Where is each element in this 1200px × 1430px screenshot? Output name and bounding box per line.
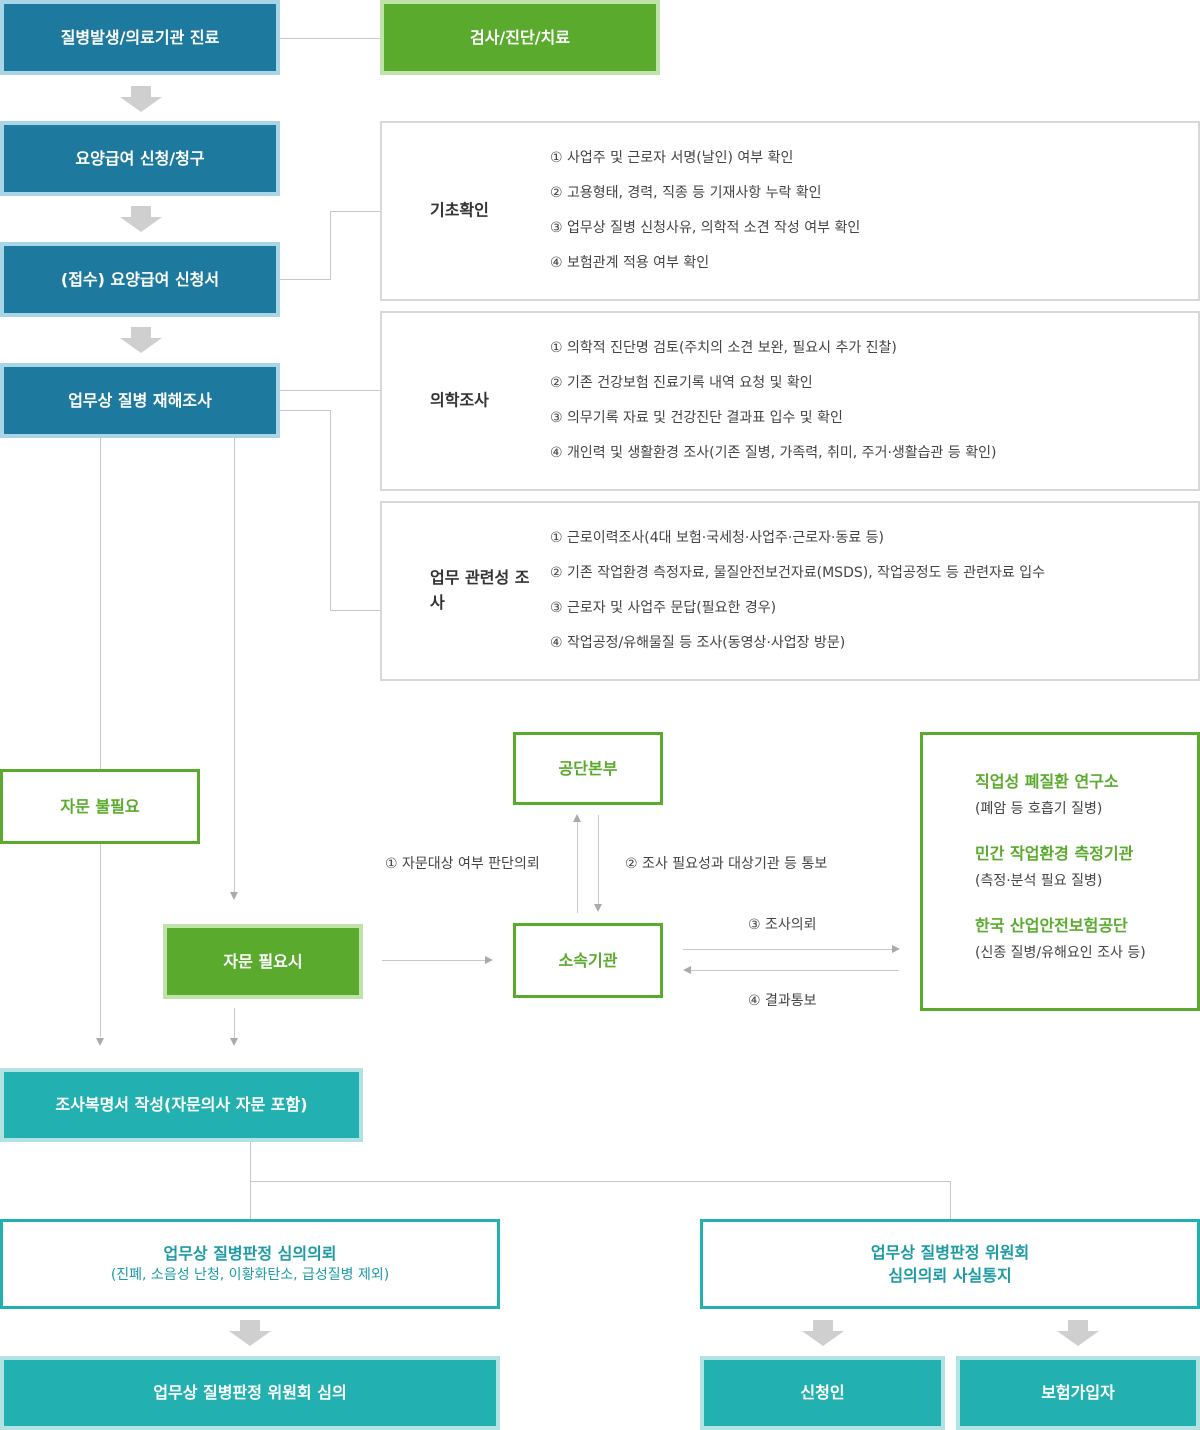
list-item: ② 기존 건강보험 진료기록 내역 요청 및 확인 — [550, 375, 813, 391]
line-hq-to-branch — [598, 815, 599, 905]
line-report-right-down — [950, 1181, 951, 1220]
list-item: ① 사업주 및 근로자 서명(날인) 여부 확인 — [550, 150, 794, 166]
line-branch-to-orgs — [683, 949, 893, 950]
committee-box: 업무상 질병판정 위원회 심의 — [0, 1356, 500, 1430]
down-arrow-icon — [1057, 1320, 1099, 1346]
panel-title: 업무 관련성 조사 — [430, 568, 530, 612]
arrowhead-branch-from-hq — [594, 904, 602, 912]
org-name: 한국 산업안전보험공단 — [975, 916, 1128, 935]
connector-receipt-vertical — [330, 211, 331, 280]
line-branch-to-hq — [577, 822, 578, 913]
org-name: 직업성 폐질환 연구소 — [975, 772, 1119, 791]
org-desc: (신종 질병/유해요인 조사 등) — [975, 945, 1146, 961]
step4-label: ④ 결과통보 — [748, 993, 817, 1009]
line-consult-to-report — [234, 1008, 235, 1038]
arrowhead-report-right — [230, 1038, 238, 1046]
step1-label: ① 자문대상 여부 판단의뢰 — [385, 856, 540, 872]
panel-title: 기초확인 — [430, 200, 489, 220]
list-item: ④ 보험관계 적용 여부 확인 — [550, 255, 710, 271]
connector-onset-exam — [278, 38, 382, 39]
review-request-box: 업무상 질병판정 심의의뢰 (진폐, 소음성 난청, 이황화탄소, 급성질병 제… — [0, 1219, 500, 1309]
list-item: ③ 의무기록 자료 및 건강진단 결과표 입수 및 확인 — [550, 410, 843, 426]
review-request-title: 업무상 질병판정 심의의뢰 — [163, 1244, 337, 1264]
basic-check-panel: 기초확인 ① 사업주 및 근로자 서명(날인) 여부 확인 ② 고용형태, 경력… — [380, 121, 1200, 301]
list-item: ④ 작업공정/유해물질 등 조사(동영상·사업장 방문) — [550, 635, 846, 651]
branch-box: 소속기관 — [513, 923, 663, 998]
claim-box: 요양급여 신청/청구 — [0, 121, 280, 196]
line-investigation-to-consult — [234, 435, 235, 892]
applicant-box: 신청인 — [700, 1356, 945, 1430]
line-orgs-to-branch — [691, 970, 899, 971]
connector-work-panel — [330, 610, 382, 611]
connector-basic-panel — [330, 211, 382, 212]
arrowhead-report-left — [96, 1038, 104, 1046]
step3-label: ③ 조사의뢰 — [748, 917, 817, 933]
line-report-down — [250, 1140, 251, 1220]
orgs-box: 직업성 폐질환 연구소 (폐암 등 호흡기 질병) 민간 작업환경 측정기관 (… — [920, 732, 1200, 1011]
down-arrow-icon — [229, 1320, 271, 1346]
line-investigation-to-report — [100, 435, 101, 1037]
org-name: 민간 작업환경 측정기관 — [975, 844, 1134, 863]
onset-box: 질병발생/의료기관 진료 — [0, 0, 280, 75]
panel-list: ① 근로이력조사(4대 보험·국세청·사업주·근로자·동료 등) ② 기존 작업… — [550, 521, 1045, 661]
list-item: ① 의학적 진단명 검토(주치의 소견 보완, 필요시 추가 진찰) — [550, 340, 897, 356]
arrowhead-branch — [485, 956, 493, 964]
line-consult-to-branch — [382, 960, 486, 961]
investigation-box: 업무상 질병 재해조사 — [0, 363, 280, 438]
arrowhead-branch-result — [683, 966, 691, 974]
connector-medical-panel — [278, 390, 382, 391]
receipt-box: (접수) 요양급여 신청서 — [0, 242, 280, 317]
report-box: 조사복명서 작성(자문의사 자문 포함) — [0, 1068, 363, 1142]
hq-box: 공단본부 — [513, 732, 663, 805]
down-arrow-icon — [120, 206, 162, 232]
org-desc: (측정·분석 필요 질병) — [975, 873, 1103, 889]
notice-box: 업무상 질병판정 위원회 심의의뢰 사실통지 — [700, 1219, 1200, 1309]
panel-list: ① 의학적 진단명 검토(주치의 소견 보완, 필요시 추가 진찰) ② 기존 … — [550, 331, 996, 471]
arrowhead-consult — [230, 892, 238, 900]
notice-line2: 심의의뢰 사실통지 — [888, 1266, 1012, 1285]
line-report-branch — [250, 1181, 950, 1182]
arrowhead-hq — [573, 814, 581, 822]
review-request-note: (진폐, 소음성 난청, 이황화탄소, 급성질병 제외) — [110, 1267, 390, 1284]
medical-investigation-panel: 의학조사 ① 의학적 진단명 검토(주치의 소견 보완, 필요시 추가 진찰) … — [380, 311, 1200, 491]
exam-box: 검사/진단/치료 — [380, 0, 660, 75]
down-arrow-icon — [120, 86, 162, 112]
list-item: ② 고용형태, 경력, 직종 등 기재사항 누락 확인 — [550, 185, 822, 201]
notice-line1: 업무상 질병판정 위원회 — [870, 1242, 1030, 1262]
work-relevance-panel: 업무 관련성 조사 ① 근로이력조사(4대 보험·국세청·사업주·근로자·동료 … — [380, 501, 1200, 681]
connector-receipt — [278, 279, 330, 280]
list-item: ② 기존 작업환경 측정자료, 물질안전보건자료(MSDS), 작업공정도 등 … — [550, 565, 1046, 581]
step2-label: ② 조사 필요성과 대상기관 등 통보 — [625, 856, 828, 872]
panel-title: 의학조사 — [430, 390, 489, 410]
list-item: ③ 근로자 및 사업주 문답(필요한 경우) — [550, 600, 777, 616]
list-item: ③ 업무상 질병 신청사유, 의학적 소견 작성 여부 확인 — [550, 220, 861, 236]
down-arrow-icon — [802, 1320, 844, 1346]
connector-work-top — [278, 410, 330, 411]
insured-box: 보험가입자 — [956, 1356, 1200, 1430]
panel-list: ① 사업주 및 근로자 서명(날인) 여부 확인 ② 고용형태, 경력, 직종 … — [550, 141, 860, 281]
list-item: ① 근로이력조사(4대 보험·국세청·사업주·근로자·동료 등) — [550, 530, 885, 546]
list-item: ④ 개인력 및 생활환경 조사(기존 질병, 가족력, 취미, 주거·생활습관 … — [550, 445, 997, 461]
down-arrow-icon — [120, 327, 162, 353]
connector-work-vertical — [330, 410, 331, 610]
org-desc: (폐암 등 호흡기 질병) — [975, 801, 1103, 817]
no-consult-box: 자문 불필요 — [0, 769, 200, 844]
arrowhead-orgs — [892, 945, 900, 953]
consult-needed-box: 자문 필요시 — [163, 924, 363, 999]
